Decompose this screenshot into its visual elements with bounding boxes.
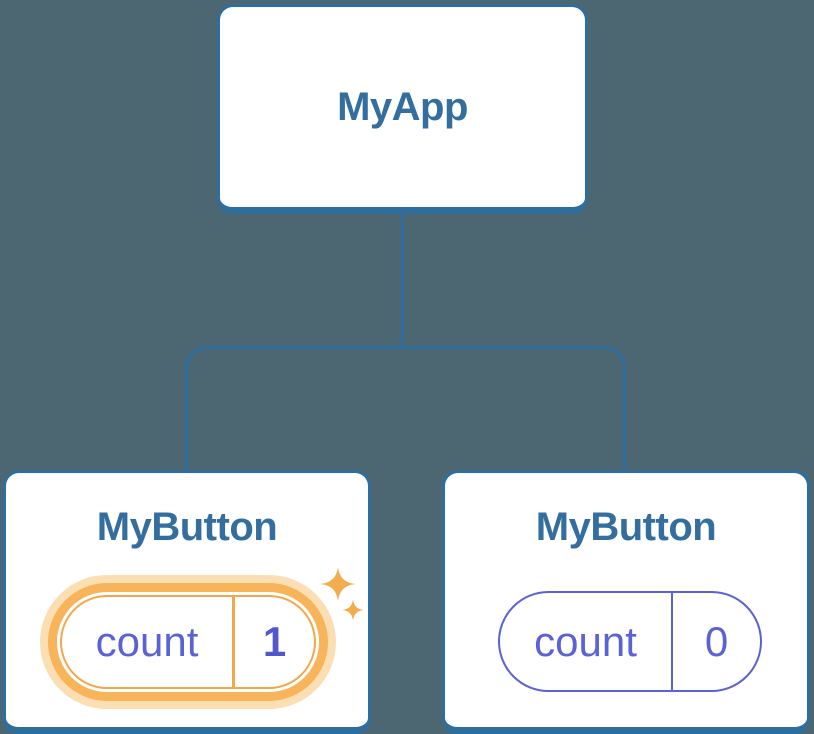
connector-root-stem (401, 213, 404, 348)
node-label-mybutton-left: MyButton (96, 505, 278, 549)
tree-node-mybutton-right: MyButton count 0 (442, 470, 810, 734)
tree-node-myapp: MyApp (217, 4, 588, 214)
node-label-myapp: MyApp (337, 84, 468, 129)
node-label-mybutton-right: MyButton (535, 505, 717, 549)
sparkle-icon (321, 567, 355, 601)
state-value: 1 (262, 618, 287, 665)
state-pill-highlighted: count 1 (60, 595, 316, 689)
tree-node-mybutton-left: MyButton count 1 (3, 470, 371, 734)
sparkle-icon (342, 599, 364, 621)
connector-branch-bracket (185, 346, 626, 470)
state-value: 0 (704, 617, 729, 665)
state-name: count (500, 593, 673, 690)
state-pill: count 0 (498, 591, 762, 692)
state-name: count (62, 597, 235, 687)
